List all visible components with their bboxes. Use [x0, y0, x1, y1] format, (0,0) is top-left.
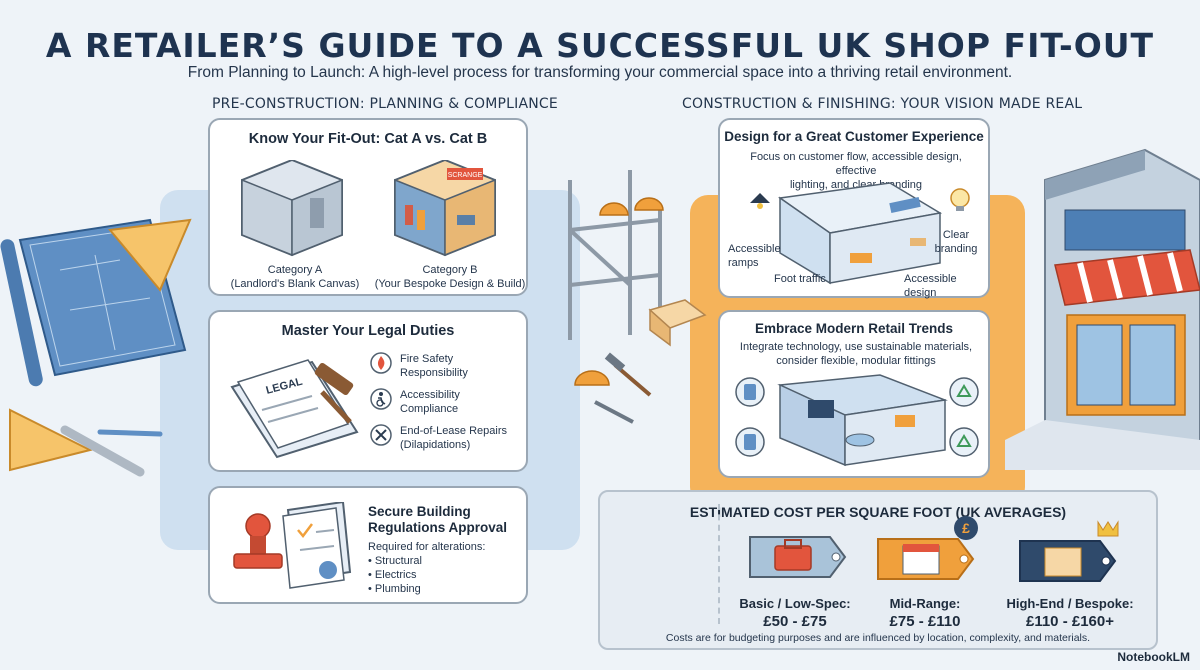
tablet-icon — [735, 377, 765, 457]
wrench-icon — [594, 400, 634, 424]
left-section-heading: PRE-CONSTRUCTION: PLANNING & COMPLIANCE — [212, 96, 558, 112]
accessibility-icon — [370, 388, 392, 410]
legal-duties-panel: Master Your Legal Duties LEGAL Fire Safe… — [208, 310, 528, 472]
tier-basic-price: £50 - £75 — [763, 613, 827, 630]
storefront-icon: £ — [877, 516, 978, 580]
storefront-illustration — [1005, 148, 1200, 470]
fitout-panel-title: Know Your Fit-Out: Cat A vs. Cat B — [248, 131, 488, 147]
ceiling-lamp-icon — [750, 193, 770, 209]
fitted-shop-icon: SCRANGE — [394, 160, 496, 257]
tier-high-price: £110 - £160+ — [1025, 613, 1114, 630]
experience-panel-title: Design for a Great Customer Experience — [724, 129, 984, 144]
empty-room-icon — [241, 160, 343, 257]
shop-sign-label: SCRANGE — [448, 172, 483, 179]
toolbox-icon — [749, 536, 847, 578]
accessibility-label: Accessibility Compliance — [400, 389, 460, 415]
set-square-icon — [9, 218, 192, 472]
notebooklm-brand: NotebookLM — [1117, 650, 1190, 664]
hard-hat-icon — [574, 197, 664, 386]
construction-scaffold-illustration — [568, 170, 707, 424]
cost-panel-title: ESTIMATED COST PER SQUARE FOOT (UK AVERA… — [689, 504, 1067, 520]
cost-divider — [718, 504, 721, 624]
hammer-icon — [604, 352, 652, 397]
regulation-item: • Structural — [368, 555, 422, 567]
regulations-required-label: Required for alterations: — [368, 541, 486, 553]
experience-description: Focus on customer flow, accessible desig… — [750, 151, 962, 191]
trends-panel-title: Embrace Modern Retail Trends — [754, 321, 954, 336]
cat-a-description: (Landlord's Blank Canvas) — [230, 278, 360, 290]
regulations-title: Secure Building Regulations Approval — [368, 504, 508, 535]
tier-mid-price: £75 - £110 — [889, 613, 961, 630]
awning-icon — [1054, 249, 1200, 306]
legal-panel-title: Master Your Legal Duties — [281, 323, 455, 339]
cat-b-name: Category B — [422, 264, 478, 276]
crown-store-icon — [1019, 520, 1119, 582]
callout-foot-traffic: Foot traffic — [774, 273, 826, 285]
cat-a-name: Category A — [267, 264, 323, 276]
callout-clear-branding: Clear branding — [934, 229, 978, 255]
right-section-heading: CONSTRUCTION & FINISHING: YOUR VISION MA… — [682, 96, 1083, 112]
store-layout-illustration — [750, 182, 970, 285]
page-title: A RETAILER’S GUIDE TO A SUCCESSFUL UK SH… — [45, 26, 1155, 65]
flame-icon — [370, 352, 392, 374]
legal-document-gavel-icon: LEGAL — [230, 359, 359, 459]
regulation-item: • Plumbing — [368, 583, 421, 595]
cat-b-description: (Your Bespoke Design & Build) — [374, 278, 526, 290]
tier-high-name: High-End / Bespoke: — [1006, 596, 1134, 611]
fire-safety-label: Fire Safety Responsibility — [400, 353, 468, 379]
retail-trends-panel: Embrace Modern Retail Trends Integrate t… — [718, 310, 990, 478]
approval-stamp-icon — [233, 502, 352, 589]
callout-accessible-design: Accessible design — [904, 273, 957, 299]
customer-experience-panel: Design for a Great Customer Experience F… — [718, 118, 990, 299]
toolbox-crate-icon — [648, 299, 707, 347]
regulation-item: • Electrics — [368, 569, 417, 581]
modern-store-illustration — [735, 374, 979, 467]
lightbulb-icon — [950, 188, 970, 211]
cost-estimate-panel: ESTIMATED COST PER SQUARE FOOT (UK AVERA… — [598, 490, 1158, 650]
tier-mid-name: Mid-Range: — [889, 596, 961, 611]
tier-basic-name: Basic / Low-Spec: — [739, 596, 851, 611]
blueprint-illustration — [0, 218, 192, 477]
page-subtitle: From Planning to Launch: A high-level pr… — [187, 64, 1013, 81]
fitout-categories-panel: Know Your Fit-Out: Cat A vs. Cat B SCRAN… — [208, 118, 528, 296]
building-regulations-panel: Secure Building Regulations Approval Req… — [208, 486, 528, 604]
trends-description: Integrate technology, use sustainable ma… — [739, 341, 973, 367]
scaffold-icon — [568, 170, 662, 340]
pencil-icon — [60, 425, 163, 477]
recycle-icon — [949, 377, 979, 457]
tools-icon — [370, 424, 392, 446]
pound-symbol-icon: £ — [962, 520, 970, 536]
cost-note: Costs are for budgeting purposes and are… — [665, 632, 1091, 644]
callout-accessible-ramps: Accessible ramps — [728, 243, 781, 269]
dilapidations-label: End-of-Lease Repairs (Dilapidations) — [400, 425, 508, 451]
